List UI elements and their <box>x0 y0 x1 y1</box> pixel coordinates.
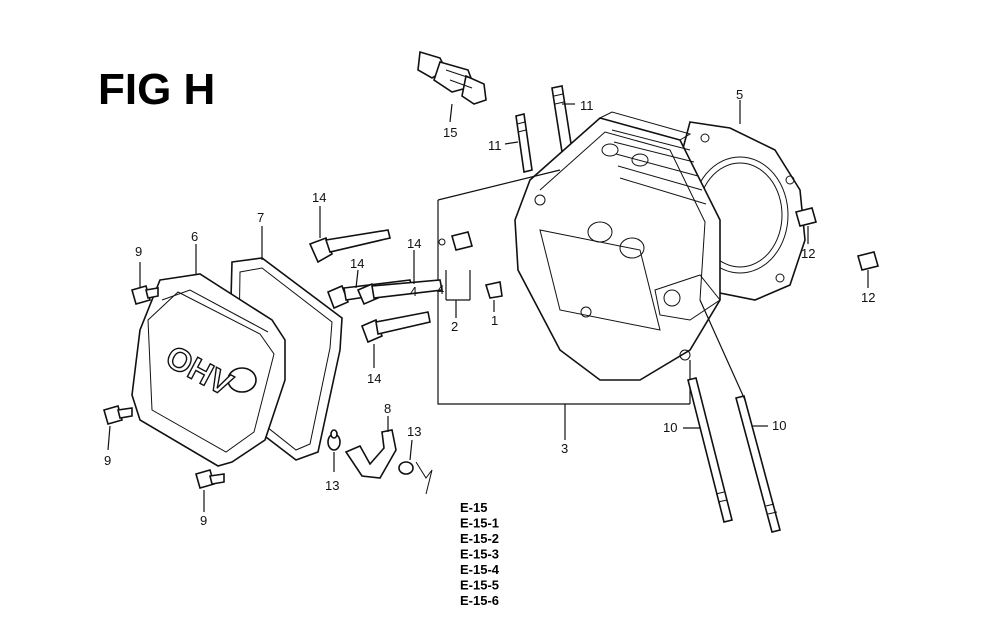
reference-code: E-15-4 <box>460 562 500 577</box>
part-label-12-upper: 12 <box>801 246 815 261</box>
tube-clip-right <box>398 461 433 495</box>
flange-bolt-14-right <box>356 279 443 306</box>
cylinder-head <box>514 111 721 381</box>
part-label-13-right: 13 <box>407 424 421 439</box>
breather-tube <box>344 429 397 479</box>
part-label-11-right: 11 <box>580 98 594 113</box>
part-label-7: 7 <box>257 210 264 225</box>
part-label-14-middle: 14 <box>350 256 364 271</box>
part-label-11-left: 11 <box>488 138 502 153</box>
part-label-12-lower: 12 <box>861 290 875 305</box>
part-label-9-left: 9 <box>104 453 111 468</box>
bolt-9-top <box>131 285 159 305</box>
spark-plug <box>417 50 487 105</box>
part-label-4-b: 4 <box>410 284 417 299</box>
part-label-4-a: 4 <box>437 282 444 297</box>
part-label-1: 1 <box>491 313 498 328</box>
part-label-15: 15 <box>443 125 457 140</box>
stud-bolt-11-left <box>515 113 533 173</box>
reference-code: E-15-2 <box>460 531 499 546</box>
reference-code: E-15-5 <box>460 578 499 593</box>
part-label-14-right: 14 <box>407 236 421 251</box>
bolt-9-bottom <box>195 469 225 489</box>
reference-code: E-15 <box>460 500 487 515</box>
part-label-3: 3 <box>561 441 568 456</box>
flange-bolt-14-top <box>308 229 391 264</box>
collar-2 <box>438 231 473 251</box>
dowel-pin-1 <box>484 281 503 299</box>
part-label-2: 2 <box>451 319 458 334</box>
reference-code: E-15-3 <box>460 547 499 562</box>
dowel-pin-12-upper <box>795 207 817 227</box>
reference-code: E-15-6 <box>460 593 499 608</box>
stud-bolt-10-left <box>687 377 733 523</box>
part-label-9-bottom: 9 <box>200 513 207 528</box>
flange-bolt-14-bottom <box>360 311 431 344</box>
dowel-pin-12-lower <box>857 251 879 271</box>
part-label-6: 6 <box>191 229 198 244</box>
part-label-14-bottom: 14 <box>367 371 381 386</box>
reference-code: E-15-1 <box>460 516 499 531</box>
stud-bolt-11-right <box>551 85 573 153</box>
stud-bolt-10-right <box>735 395 781 533</box>
part-label-8: 8 <box>384 401 391 416</box>
bolt-9-left <box>103 405 133 425</box>
figure-title: FIG H <box>98 65 215 114</box>
part-label-10-right: 10 <box>772 418 786 433</box>
part-label-5: 5 <box>736 87 743 102</box>
part-label-14-top: 14 <box>312 190 326 205</box>
part-label-10-left: 10 <box>663 420 677 435</box>
part-label-9-top: 9 <box>135 244 142 259</box>
part-label-13-left: 13 <box>325 478 339 493</box>
head-cover: OHV <box>131 273 286 467</box>
reference-code-list: E-15E-15-1E-15-2E-15-3E-15-4E-15-5E-15-6 <box>460 500 500 608</box>
tube-clip-left <box>327 429 341 451</box>
